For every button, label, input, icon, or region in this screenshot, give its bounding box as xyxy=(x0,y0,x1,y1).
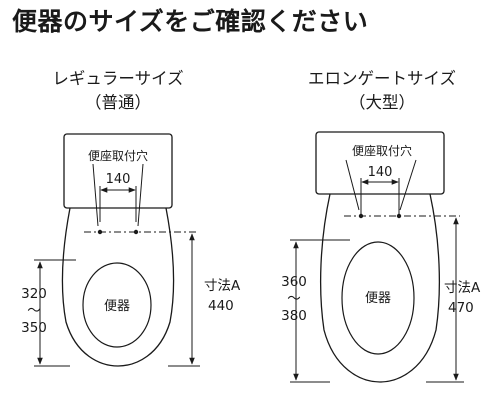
elongated-hole-spacing-value: 140 xyxy=(368,165,393,180)
regular-bowl-opening xyxy=(82,262,152,348)
elongated-bowl-label: 便器 xyxy=(365,291,391,306)
elongated-bowl-min: 360 xyxy=(281,274,307,290)
elongated-mount-hole-left xyxy=(358,213,364,219)
elongated-leader-left xyxy=(345,159,360,211)
regular-bowl-min: 320 xyxy=(21,286,47,302)
regular-bowl-label: 便器 xyxy=(104,299,130,314)
elongated-mount-hole-label: 便座取付穴 xyxy=(352,143,412,158)
elongated-leader-right xyxy=(399,159,417,211)
page-title: 便器のサイズをご確認ください xyxy=(12,7,369,36)
regular-leader-left xyxy=(92,163,99,227)
regular-bowl-max: 350 xyxy=(21,320,47,336)
regular-hole-spacing-value: 140 xyxy=(106,172,131,187)
elongated-length-a-label: 寸法A xyxy=(444,280,481,296)
elongated-bowl-tilde: ～ xyxy=(287,291,301,307)
regular-tank-outline xyxy=(63,133,173,209)
regular-length-a-value: 440 xyxy=(208,298,234,314)
elongated-bowl-max: 380 xyxy=(281,308,307,324)
regular-heading: レギュラーサイズ xyxy=(52,69,183,88)
regular-mount-hole-label: 便座取付穴 xyxy=(88,148,148,163)
regular-mount-hole-left xyxy=(97,229,103,235)
elongated-bowl-opening xyxy=(341,241,415,355)
regular-mount-hole-right xyxy=(133,229,139,235)
elongated-mount-hole-right xyxy=(396,213,402,219)
elongated-subheading: （大型） xyxy=(349,93,415,112)
elongated-tank-outline xyxy=(315,131,445,195)
elongated-heading: エロンゲートサイズ xyxy=(308,69,456,88)
regular-bowl-outline xyxy=(61,207,175,367)
regular-length-a-label: 寸法A xyxy=(204,278,241,294)
regular-size-panel: レギュラーサイズ （普通） 便器 便座取付穴 140 寸法A 440 320 ～ xyxy=(21,69,241,367)
elongated-size-panel: エロンゲートサイズ （大型） 便器 便座取付穴 140 寸法A 470 360 … xyxy=(281,69,481,383)
elongated-length-a-value: 470 xyxy=(448,300,474,316)
regular-bowl-tilde: ～ xyxy=(27,303,41,319)
regular-leader-right xyxy=(137,163,144,227)
regular-subheading: （普通） xyxy=(85,93,151,112)
elongated-bowl-outline xyxy=(320,193,440,383)
